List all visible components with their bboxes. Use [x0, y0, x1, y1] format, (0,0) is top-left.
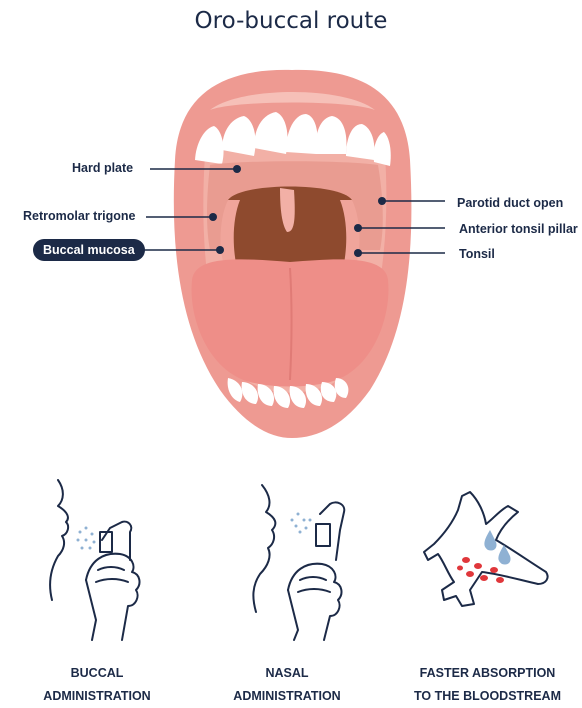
- caption-absorption-line1: FASTER ABSORPTION: [405, 662, 570, 685]
- label-anterior-tonsil-pillar: Anterior tonsil pillar: [459, 222, 578, 236]
- blood-vessel-icon: [424, 492, 548, 606]
- caption-buccal-line2: ADMINISTRATION: [22, 685, 172, 708]
- caption-nasal-line1: NASAL: [212, 662, 362, 685]
- caption-nasal-line2: ADMINISTRATION: [212, 685, 362, 708]
- caption-buccal-line1: BUCCAL: [22, 662, 172, 685]
- caption-absorption: FASTER ABSORPTION TO THE BLOODSTREAM: [405, 662, 570, 708]
- buccal-spray-icon: [50, 480, 139, 640]
- label-buccal-mucosa: Buccal mucosa: [33, 239, 145, 261]
- label-tonsil: Tonsil: [459, 247, 495, 261]
- label-retromolar-trigone: Retromolar trigone: [23, 209, 136, 223]
- buccal-mist: [77, 527, 96, 550]
- nasal-spray-icon: [253, 485, 344, 640]
- nasal-mist: [291, 513, 312, 534]
- caption-nasal: NASAL ADMINISTRATION: [212, 662, 362, 708]
- caption-absorption-line2: TO THE BLOODSTREAM: [405, 685, 570, 708]
- label-parotid-duct-open: Parotid duct open: [457, 196, 563, 210]
- label-hard-plate: Hard plate: [72, 161, 133, 175]
- blood-cells-icon: [457, 557, 504, 583]
- caption-buccal: BUCCAL ADMINISTRATION: [22, 662, 172, 708]
